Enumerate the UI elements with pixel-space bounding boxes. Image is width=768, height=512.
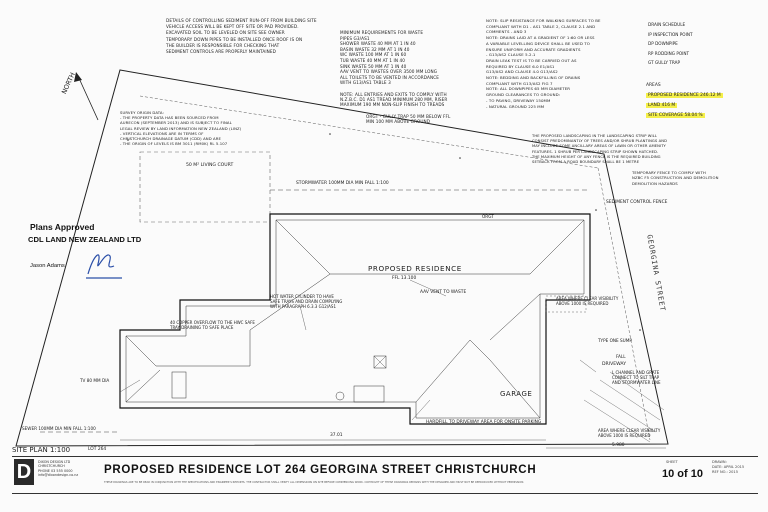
areas-title: AREAS xyxy=(646,83,661,88)
living-court-label: 50 M² LIVING COURT xyxy=(186,163,234,168)
clear-visibility-label: AREA WHERE CLEAR VISIBILITY ABOVE 1000 I… xyxy=(556,296,619,306)
hardfill-note: HARDFILL TO DRIVEWAY AREA FOR ONSITE PAR… xyxy=(426,420,542,425)
signature-icon xyxy=(86,254,122,279)
ffl-label: FFL 13.100 xyxy=(392,276,417,281)
copper-overflow-note: 40 COPPER OVERFLOW TO THE HWC SAFE TRAY … xyxy=(170,320,255,330)
north-arrow-icon xyxy=(74,72,99,121)
stormwater-label: STORMWATER 100MM DIA MIN FALL 1:100 xyxy=(296,181,389,186)
drainage-notes: NOTE: SLIP RESISTANCE FOR WALKING SURFAC… xyxy=(486,18,601,109)
area-land: LAND 416 M xyxy=(646,103,678,108)
sediment-notes: DETAILS OF CONTROLLING SEDIMENT RUN-OFF … xyxy=(166,18,317,55)
waste-pipe-notes: MINIMUM REQUIREMENTS FOR WASTE PIPES G3/… xyxy=(340,30,439,86)
clear-visibility-box xyxy=(545,295,587,313)
gully-notes: ORGT - GULLY TRAP 50 MM BELOW FFL MIN 10… xyxy=(366,114,451,125)
drain-schedule-title: DRAIN SCHEDULE xyxy=(648,22,686,27)
areas-table: AREAS PROPOSED RESIDENCE 246.12 M LAND 4… xyxy=(646,81,726,121)
site-plan-label: SITE PLAN 1:100 xyxy=(12,446,71,454)
driveway-hatch xyxy=(583,371,665,443)
site-boundary xyxy=(15,69,669,447)
stamp-signatory: Jason Adams xyxy=(30,263,65,269)
stamp-company: CDL LAND NEW ZEALAND LTD xyxy=(28,235,142,244)
orgt-label: ORGT xyxy=(482,214,494,219)
legend-item: GT GULLY TRAP xyxy=(648,60,680,65)
lot-label: LOT 264 xyxy=(88,447,107,452)
sediment-fence-label: SEDIMENT CONTROL FENCE xyxy=(606,200,668,205)
driveway-label: DRIVEWAY xyxy=(602,362,627,367)
clear-visibility-label-2: AREA WHERE CLEAR VISIBILITY ABOVE 1000 I… xyxy=(598,428,661,438)
living-court-area xyxy=(139,151,271,223)
legend-item: IP INSPECTION POINT xyxy=(648,31,693,37)
residence-label: PROPOSED RESIDENCE xyxy=(368,264,462,273)
exit-notes: NOTE: ALL ENTRIES AND EXITS TO COMPLY WI… xyxy=(340,92,448,108)
temp-fence-notes: TEMPORARY FENCE TO COMPLY WITH NZBC F5 C… xyxy=(632,170,719,186)
fixture-box xyxy=(171,371,187,399)
landscape-notes: THE PROPOSED LANDSCAPING IN THE LANDSCAP… xyxy=(532,134,668,165)
drawn-info: DRAWN: DATE: APRIL 2015 REF NO.: 2015 xyxy=(712,460,745,474)
designer-contact: DIXON DESIGN LTD CHRISTCHURCH PHONE 03 5… xyxy=(38,460,79,478)
area-site-coverage: SITE COVERAGE 58.04 % xyxy=(646,113,705,118)
aav-label: AAV VENT TO WASTE xyxy=(420,290,467,295)
drawing-title: PROPOSED RESIDENCE LOT 264 GEORGINA STRE… xyxy=(104,464,537,476)
sheet-label: SHEET xyxy=(666,460,678,464)
dimension-bottom-2: 5.980 xyxy=(612,443,625,448)
fall-label: FALL xyxy=(616,354,626,359)
stamp-title: Plans Approved xyxy=(30,222,95,232)
setback-line xyxy=(139,95,599,169)
hot-water-note: HOT WATER CYLINDER TO HAVE SAFE TRAYS AN… xyxy=(270,294,343,309)
fine-print: THESE DRAWINGS ARE TO BE READ IN CONJUNC… xyxy=(104,481,525,484)
sewer-label: SEWER 100MM DIA MIN FALL 1:100 xyxy=(22,426,96,431)
approval-stamp: Plans Approved CDL LAND NEW ZEALAND LTD … xyxy=(22,222,142,279)
channel-note: L CHANNEL AND GRATE CONNECT TO SILT TRAP… xyxy=(612,370,661,385)
survey-notes: SURVEY ORIGIN DATA: - THE PROPERTY DATA … xyxy=(120,110,242,147)
designer-logo: D xyxy=(14,459,34,485)
legend-item: DP DOWNPIPE xyxy=(648,41,678,46)
tv-label: TV 80 MM DIA xyxy=(80,378,110,383)
sump-label: TYPE ONE SUMP xyxy=(598,338,632,343)
dimension-bottom: 37.01 xyxy=(330,433,343,438)
roof-hip-lines xyxy=(125,219,585,419)
title-block xyxy=(12,456,758,494)
drain-legend: DRAIN SCHEDULE IP INSPECTION POINT DP DO… xyxy=(648,20,693,68)
legend-item: RP RODDING POINT xyxy=(648,50,690,56)
sheet-number: 10 of 10 xyxy=(662,468,703,480)
area-residence: PROPOSED RESIDENCE 246.12 M xyxy=(646,93,723,98)
building-outline xyxy=(119,213,591,425)
garage-label: GARAGE xyxy=(500,390,533,398)
